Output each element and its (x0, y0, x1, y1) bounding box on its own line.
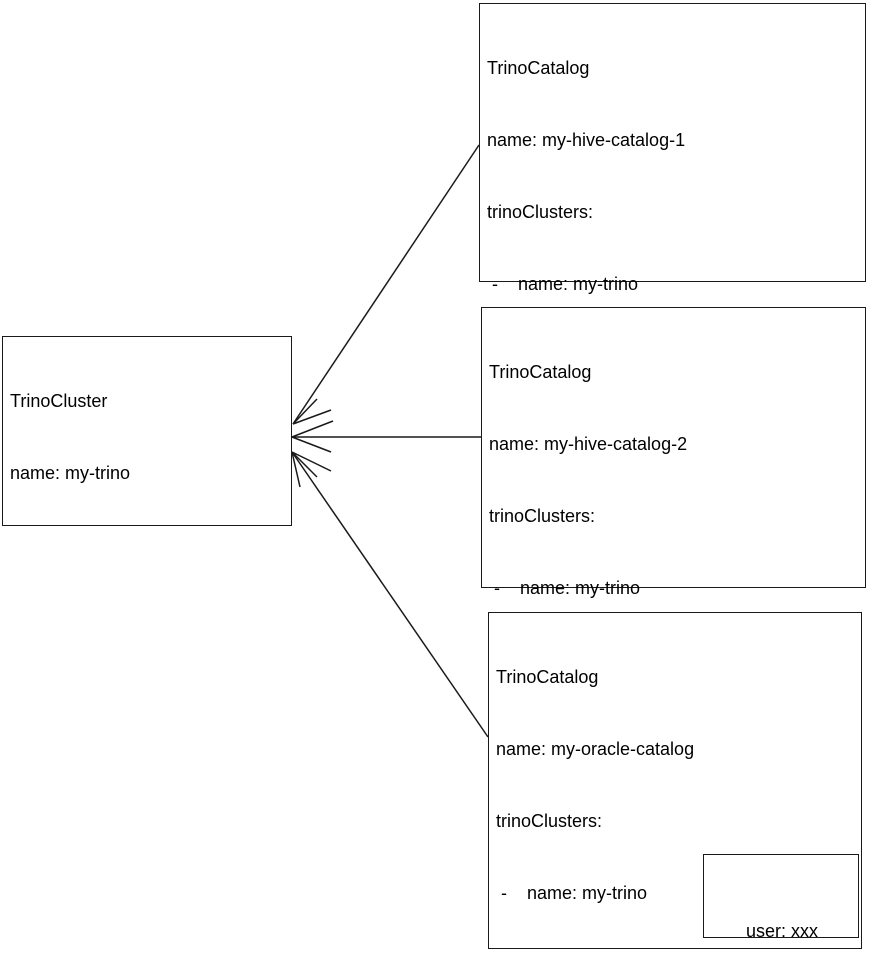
node-line: TrinoCatalog (489, 362, 592, 382)
node-line: - name: my-trino (489, 578, 641, 598)
node-line: trinoClusters: (487, 202, 594, 222)
node-line: trinoClusters: (496, 811, 603, 831)
node-line: user: xxx (745, 921, 819, 941)
node-trino-catalog-oracle[interactable]: TrinoCatalog name: my-oracle-catalog tri… (488, 612, 862, 949)
node-line: name: my-hive-catalog-2 (489, 434, 688, 454)
edge-catalog-1-to-cluster (292, 144, 480, 425)
node-line: - name: my-trino (487, 274, 639, 294)
node-line: TrinoCatalog (487, 58, 590, 78)
node-trino-cluster-text: TrinoCluster name: my-trino (10, 341, 130, 533)
node-trino-catalog-hive-2[interactable]: TrinoCatalog name: my-hive-catalog-2 tri… (481, 307, 866, 886)
node-line: TrinoCatalog (496, 667, 599, 687)
node-line: - name: my-trino (496, 883, 648, 903)
edge-catalog-2-to-cluster (291, 420, 481, 453)
node-trino-catalog-oracle-text: TrinoCatalog name: my-oracle-catalog tri… (496, 617, 805, 954)
node-line: trinoClusters: (489, 506, 596, 526)
node-line: TrinoCluster (10, 391, 108, 411)
node-credentials-secret[interactable]: user: xxx password: xxx (703, 854, 859, 941)
edge-catalog-3-to-cluster (291, 451, 489, 738)
node-credentials-secret-text: user: xxx password: xxx (704, 871, 860, 954)
node-line: name: my-oracle-catalog (496, 739, 695, 759)
node-trino-cluster[interactable]: TrinoCluster name: my-trino (2, 336, 292, 526)
node-line: name: my-hive-catalog-1 (487, 130, 686, 150)
node-line: name: my-trino (10, 463, 131, 483)
node-trino-catalog-hive-1[interactable]: TrinoCatalog name: my-hive-catalog-1 tri… (479, 3, 866, 654)
